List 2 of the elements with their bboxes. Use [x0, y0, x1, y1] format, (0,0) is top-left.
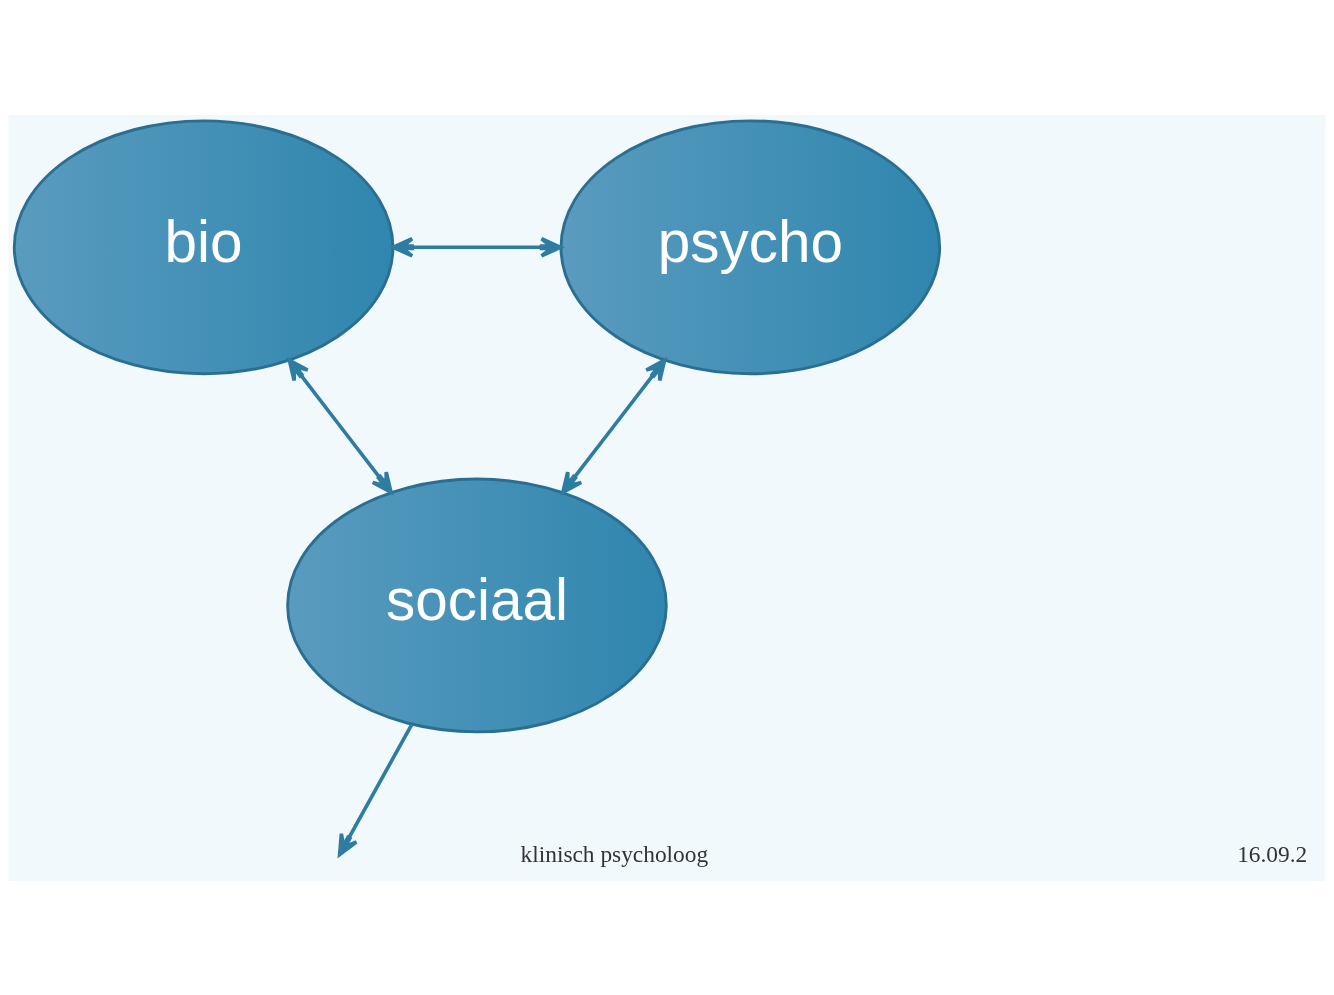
- label: 16.09.2: [1237, 840, 1308, 867]
- label: klinisch psycholoog: [520, 840, 709, 867]
